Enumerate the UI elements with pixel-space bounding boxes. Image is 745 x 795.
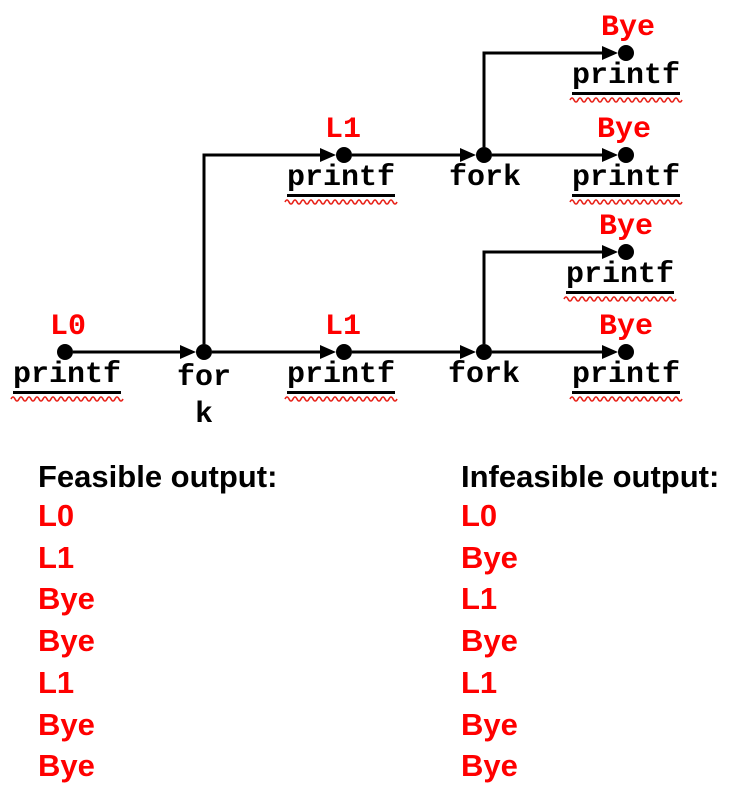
feasible-output-column: Feasible output: L0 L1 Bye Bye L1 Bye By… (38, 458, 277, 787)
process-graph-lines (57, 45, 634, 360)
output-line: L1 (461, 581, 498, 617)
spellcheck-squiggle-icon (284, 396, 398, 402)
graph-edges (73, 51, 606, 354)
printf-label-l1-main: printf (284, 360, 398, 402)
fork-label-line2: k (194, 398, 214, 432)
output-line: Bye (461, 539, 518, 575)
infeasible-output-column: Infeasible output: L0 Bye L1 Bye L1 Bye … (461, 458, 719, 787)
node-label-l1-child: L1 (324, 113, 362, 147)
output-line: Bye (38, 706, 95, 742)
arrowheads (180, 46, 618, 359)
printf-text: printf (571, 161, 681, 197)
fork-label-child: fork (448, 161, 522, 195)
spellcheck-squiggle-icon (569, 97, 683, 103)
printf-text: printf (286, 358, 396, 394)
output-line: Bye (38, 748, 95, 784)
spellcheck-squiggle-icon (284, 199, 398, 205)
printf-label-bye-top: printf (569, 61, 683, 103)
printf-label-l1-child: printf (284, 163, 398, 205)
fork-process-graph: L0 L1 L1 Bye Bye Bye Bye printf printf p… (10, 11, 683, 434)
output-line: Bye (38, 623, 95, 659)
fork-label-line1: for (176, 361, 232, 395)
node-label-bye-child: Bye (596, 113, 652, 147)
output-line: Bye (461, 706, 518, 742)
output-line: Bye (461, 623, 518, 659)
spellcheck-squiggle-icon (569, 396, 683, 402)
output-line: L1 (38, 664, 75, 700)
printf-text: printf (12, 358, 122, 394)
spellcheck-squiggle-icon (569, 199, 683, 205)
node-label-bye-top: Bye (600, 11, 656, 45)
output-line: L1 (461, 664, 498, 700)
fork-label-main: for k (177, 360, 231, 434)
event-dots (57, 45, 634, 360)
printf-text: printf (565, 258, 675, 294)
node-label-l1-main: L1 (324, 310, 362, 344)
node-label-bye-grandchild: Bye (598, 210, 654, 244)
infeasible-output-title: Infeasible output: (461, 459, 720, 494)
fork-label-main2: fork (447, 358, 521, 392)
printf-text: printf (571, 59, 681, 95)
printf-label-bye-child: printf (569, 163, 683, 205)
spellcheck-squiggle-icon (10, 396, 124, 402)
output-line: L0 (38, 498, 75, 533)
spellcheck-squiggle-icon (563, 296, 677, 302)
output-line: Bye (38, 581, 95, 617)
printf-label-bye-grandchild: printf (563, 260, 677, 302)
node-label-bye-main: Bye (598, 310, 654, 344)
printf-label-l0: printf (10, 360, 124, 402)
printf-text: printf (571, 358, 681, 394)
feasible-output-title: Feasible output: (38, 459, 278, 494)
node-label-l0: L0 (49, 310, 87, 344)
printf-label-bye-main: printf (569, 360, 683, 402)
output-line: L0 (461, 498, 498, 533)
output-line: L1 (38, 539, 75, 575)
output-line: Bye (461, 748, 518, 784)
printf-text: printf (286, 161, 396, 197)
